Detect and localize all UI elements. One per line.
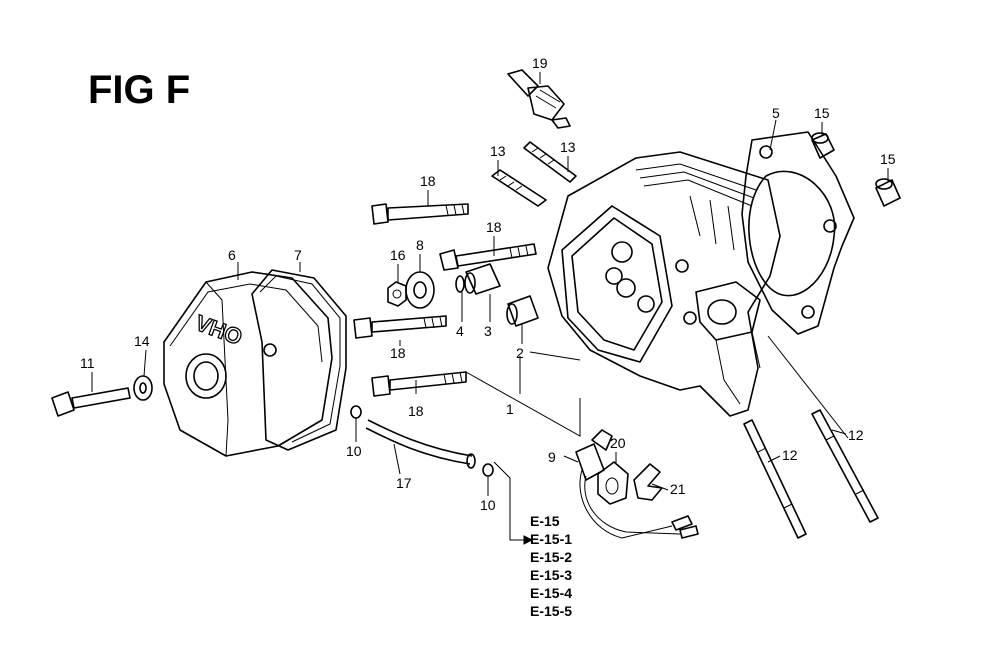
head-cover: OHV bbox=[163, 271, 333, 457]
reference-e-15-3: E-15-3 bbox=[530, 567, 572, 583]
callout-5: 5 bbox=[772, 105, 780, 121]
callout-19: 19 bbox=[532, 55, 548, 71]
stud-bolt-12a bbox=[743, 419, 807, 539]
callout-20: 20 bbox=[610, 435, 626, 451]
callout-16: 16 bbox=[390, 247, 406, 263]
stud-bolt-13a bbox=[491, 169, 547, 207]
cylinder-head-gasket bbox=[741, 131, 855, 335]
callout-13b: 13 bbox=[560, 139, 576, 155]
reference-e-15-2: E-15-2 bbox=[530, 549, 572, 565]
callout-13a: 13 bbox=[490, 143, 506, 159]
flange-bolt-18c bbox=[353, 315, 447, 339]
callout-numbers: 19 13 13 5 15 15 18 18 16 8 6 7 4 3 2 1 … bbox=[80, 55, 896, 513]
callout-11: 11 bbox=[80, 355, 95, 371]
callout-8: 8 bbox=[416, 237, 424, 253]
leader-lines bbox=[91, 72, 889, 545]
breather-tube bbox=[365, 419, 476, 469]
reference-e-15-4: E-15-4 bbox=[530, 585, 572, 601]
ohv-logo: OHV bbox=[192, 310, 246, 350]
stud-bolt-13b bbox=[523, 141, 577, 183]
callout-10a: 10 bbox=[346, 443, 362, 459]
bolt-11 bbox=[51, 387, 131, 417]
figure-title: FIG F bbox=[88, 68, 190, 112]
callout-7: 7 bbox=[294, 247, 302, 263]
collar-2 bbox=[506, 295, 539, 327]
reference-e-15: E-15 bbox=[530, 513, 560, 529]
tube-clip-10a bbox=[350, 405, 362, 419]
callout-18c: 18 bbox=[390, 345, 406, 361]
dowel-pin-15b bbox=[875, 178, 901, 207]
callout-3: 3 bbox=[484, 323, 492, 339]
tube-clip-10b bbox=[482, 463, 494, 477]
flange-bolt-18d bbox=[371, 371, 467, 397]
head-cover-gasket bbox=[251, 269, 347, 451]
spark-plug bbox=[507, 69, 571, 129]
flange-bolt-18b bbox=[439, 243, 537, 271]
washer-14 bbox=[133, 375, 153, 401]
callout-10b: 10 bbox=[480, 497, 496, 513]
callout-12b: 12 bbox=[848, 427, 864, 443]
o-ring-4 bbox=[455, 275, 465, 293]
flange-bolt-18a bbox=[371, 203, 469, 225]
dowel-pin-15a bbox=[811, 132, 835, 159]
callout-18a: 18 bbox=[420, 173, 436, 189]
callout-2: 2 bbox=[516, 345, 524, 361]
wire-clip-21 bbox=[633, 463, 663, 501]
callout-18b: 18 bbox=[486, 219, 502, 235]
nut-16 bbox=[387, 281, 407, 307]
reference-e-15-1: E-15-1 bbox=[530, 531, 572, 547]
reference-list: E-15 E-15-1 E-15-2 E-15-3 E-15-4 E-15-5 bbox=[530, 513, 572, 619]
callout-15a: 15 bbox=[814, 105, 830, 121]
callout-1: 1 bbox=[506, 401, 514, 417]
callout-14: 14 bbox=[134, 333, 150, 349]
stud-bolt-12b bbox=[811, 409, 879, 523]
callout-21: 21 bbox=[670, 481, 686, 497]
callout-4: 4 bbox=[456, 323, 464, 339]
callout-17: 17 bbox=[396, 475, 412, 491]
callout-15b: 15 bbox=[880, 151, 896, 167]
cylinder-head bbox=[547, 151, 781, 417]
collar-3 bbox=[464, 263, 501, 295]
callout-6: 6 bbox=[228, 247, 236, 263]
callout-9: 9 bbox=[548, 449, 556, 465]
grommet-20 bbox=[597, 461, 629, 505]
callout-18d: 18 bbox=[408, 403, 424, 419]
reference-e-15-5: E-15-5 bbox=[530, 603, 572, 619]
seal-washer-8 bbox=[405, 271, 435, 309]
callout-12a: 12 bbox=[782, 447, 798, 463]
